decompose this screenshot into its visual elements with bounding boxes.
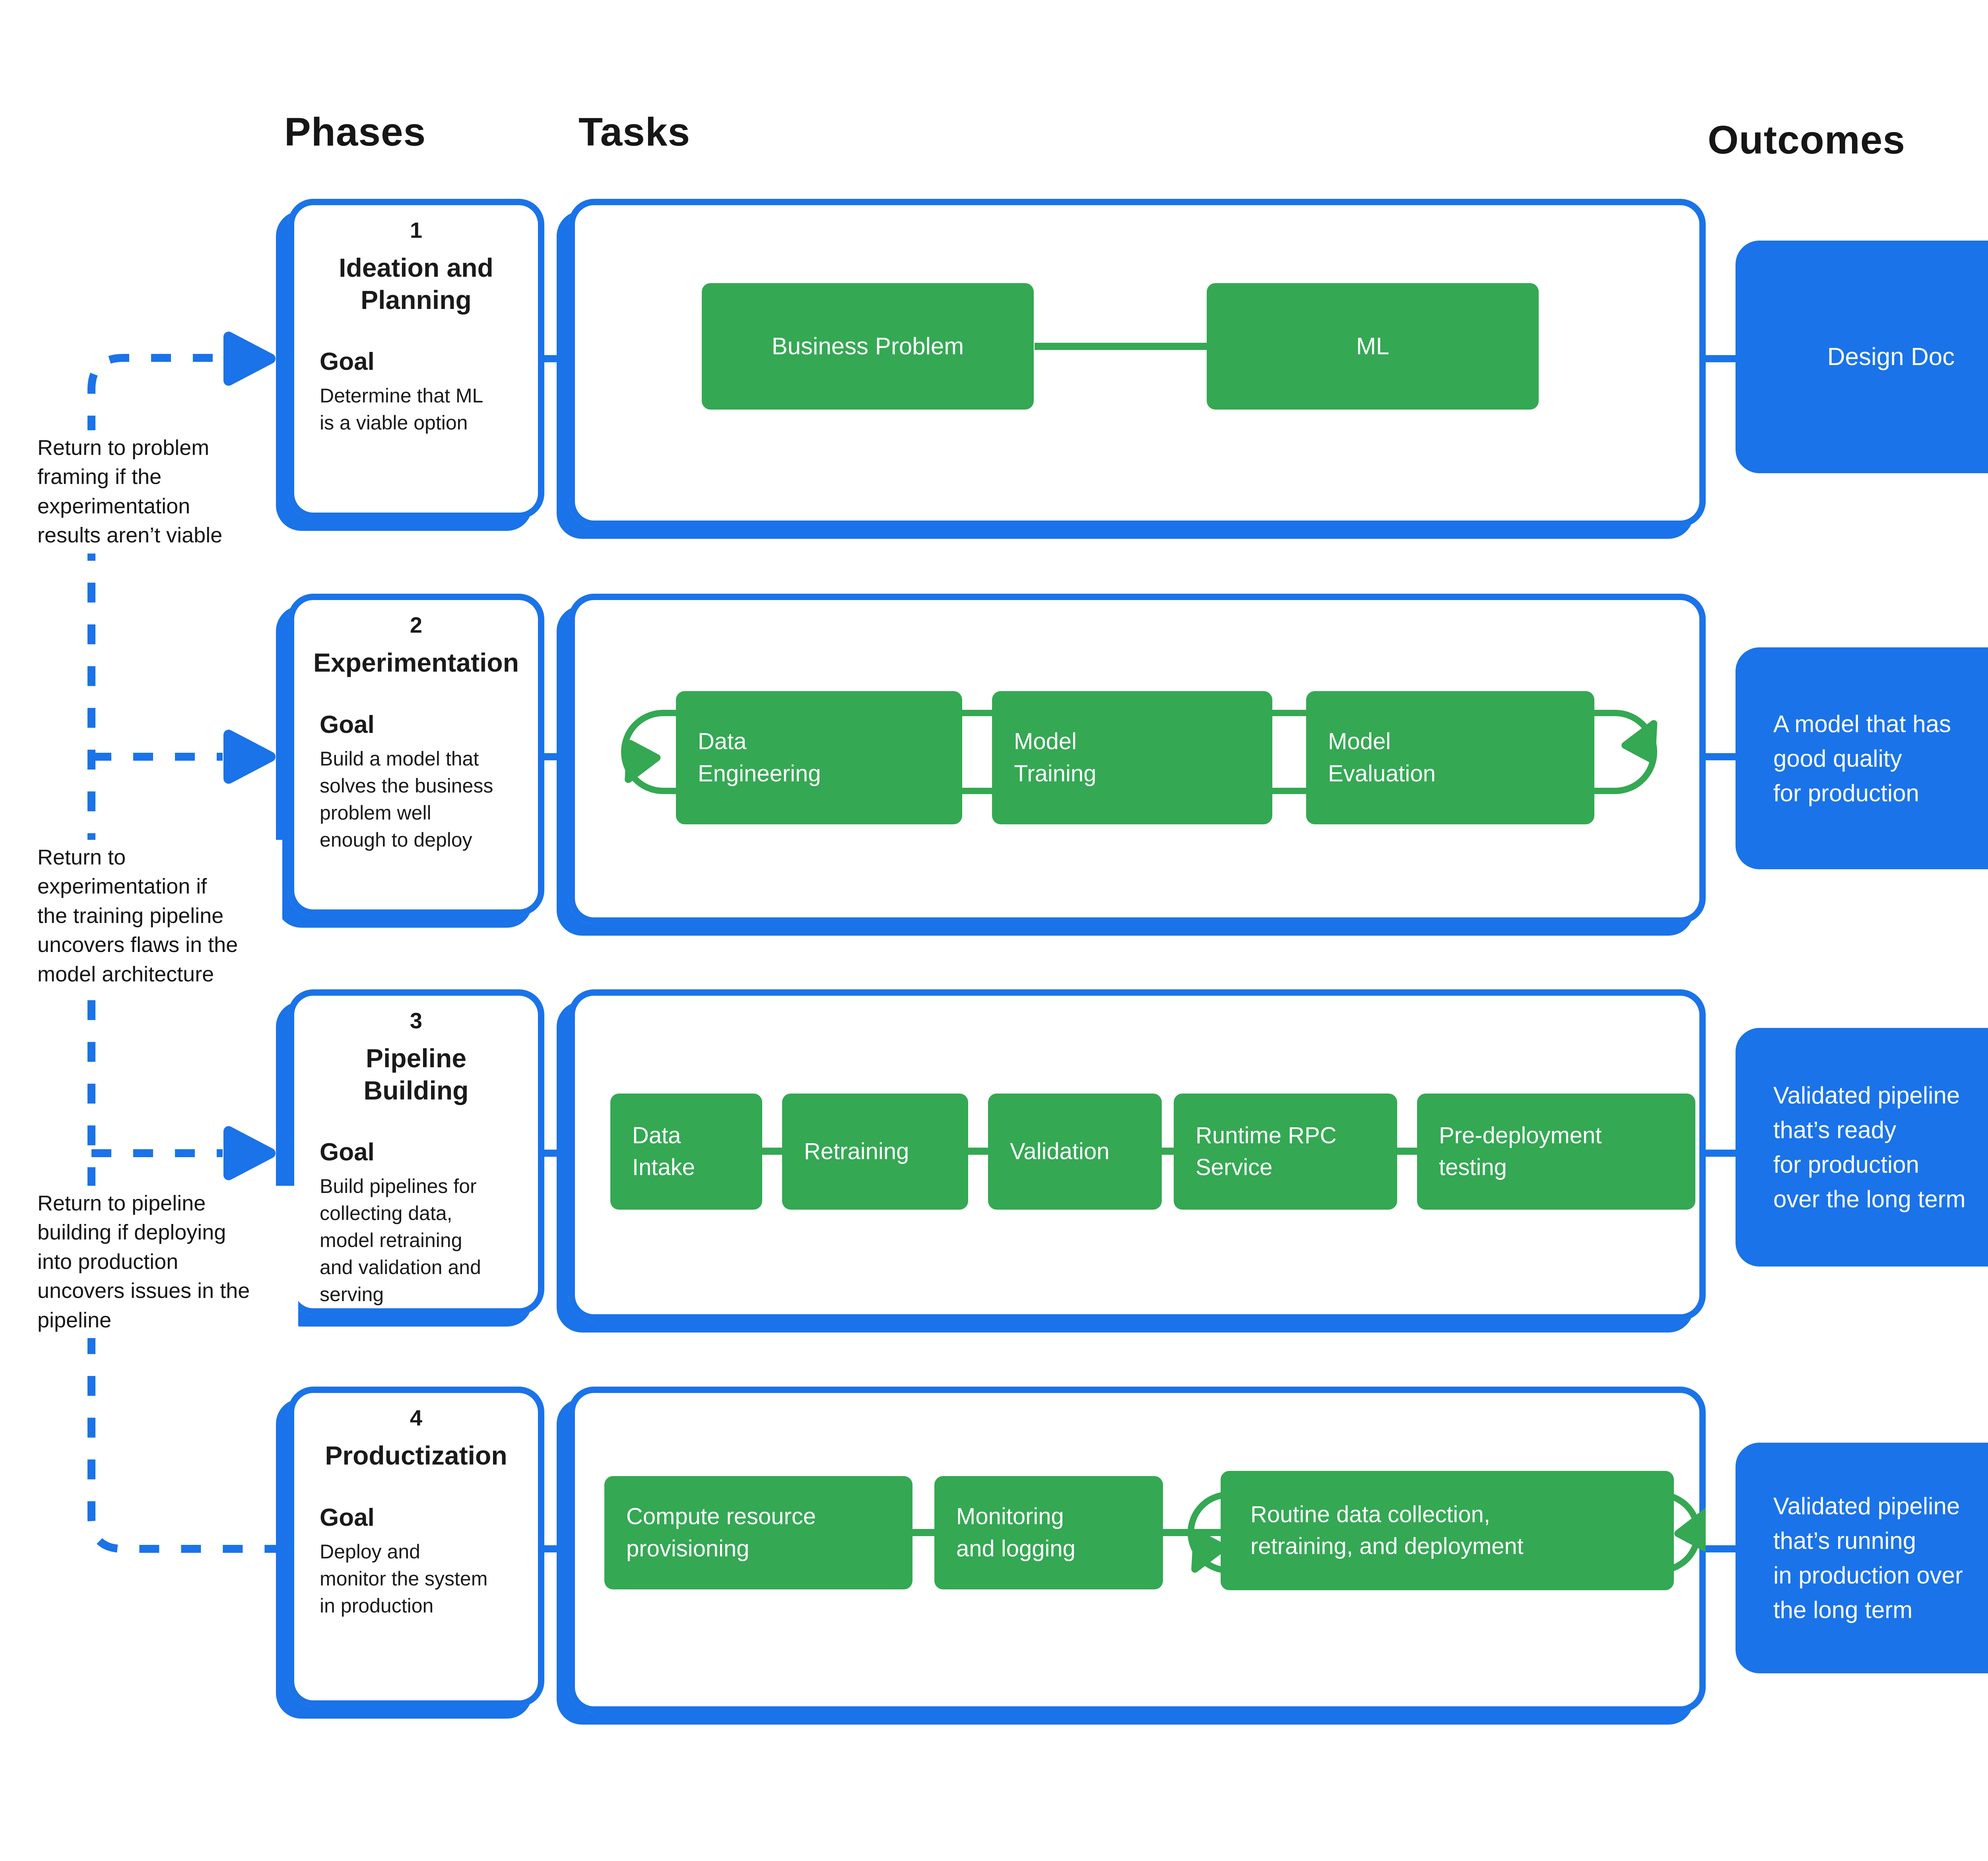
phase-card-pipeline-building: 3 Pipeline Building Goal Build pipelines… [288, 989, 544, 1315]
task-data-engineering: Data Engineering [676, 691, 962, 824]
return-arrow-phase3-icon [223, 1126, 276, 1180]
task-data-intake: Data Intake [610, 1094, 762, 1210]
loop-arrow-left-icon [1191, 1529, 1227, 1573]
goal-text: Deploy and monitor the system in product… [320, 1540, 488, 1617]
outcome-validated-pipeline-ready: Validated pipeline that’s ready for prod… [1736, 1028, 1988, 1267]
tasks-row-pipeline-building: Data Intake Retraining Validation Runtim… [569, 989, 1706, 1321]
phase-number: 3 [410, 1008, 423, 1033]
phase-goal: Goal Build a model that solves the busin… [311, 711, 521, 853]
outcome-validated-pipeline-running: Validated pipeline that’s running in pro… [1736, 1443, 1988, 1673]
annotation-return-experimentation: Return to experimentation if the trainin… [35, 840, 282, 993]
tasks-row-experimentation: Data Engineering Model Training Model Ev… [569, 594, 1706, 924]
outcome-quality-model: A model that has good quality for produc… [1736, 647, 1988, 869]
task-validation: Validation [988, 1094, 1162, 1210]
tasks-row-productization: Compute resource provisioning Monitoring… [569, 1387, 1706, 1713]
tasks-row-ideation: Business Problem ML [569, 199, 1706, 527]
phase-title: Ideation and Planning [339, 253, 493, 315]
phase-title: Pipeline Building [363, 1043, 469, 1105]
left-return-path [87, 354, 278, 1553]
task-retraining: Retraining [782, 1094, 968, 1210]
phase-card-ideation-and-planning: 1 Ideation and Planning Goal Determine t… [288, 199, 544, 519]
phase-card-productization: 4 Productization Goal Deploy and monitor… [288, 1387, 544, 1707]
return-arrow-phase1-icon [223, 332, 276, 386]
task-model-evaluation: Model Evaluation [1306, 691, 1594, 824]
goal-label: Goal [320, 711, 375, 738]
annotation-return-pipeline-building: Return to pipeline building if deploying… [35, 1186, 298, 1338]
task-routine-data-collection: Routine data collection, retraining, and… [1221, 1471, 1674, 1590]
task-runtime-rpc-service: Runtime RPC Service [1174, 1094, 1397, 1210]
goal-label: Goal [320, 1138, 375, 1166]
task-monitoring-and-logging: Monitoring and logging [934, 1476, 1163, 1589]
goal-label: Goal [320, 348, 375, 376]
phase-card-experimentation: 2 Experimentation Goal Build a model tha… [288, 594, 544, 916]
task-model-training: Model Training [992, 691, 1272, 824]
loop-arrow-left-icon [625, 740, 661, 783]
goal-label: Goal [320, 1504, 375, 1531]
goal-text: Determine that ML is a viable option [320, 385, 483, 434]
phase-goal: Goal Determine that ML is a viable optio… [311, 348, 521, 436]
phase-title: Productization [325, 1441, 507, 1470]
tasks-row1-links [1035, 343, 1208, 350]
phase-goal: Goal Deploy and monitor the system in pr… [311, 1504, 521, 1619]
phases-column-header: Phases [284, 110, 426, 154]
phase-number: 4 [410, 1405, 423, 1430]
task-pre-deployment-testing: Pre-deployment testing [1417, 1094, 1695, 1210]
outcome-design-doc: Design Doc [1736, 241, 1988, 473]
loop-arrow-right-icon [1674, 1507, 1706, 1552]
goal-text: Build pipelines for collecting data, mod… [320, 1175, 481, 1306]
tasks-column-header: Tasks [579, 110, 691, 154]
phase-goal: Goal Build pipelines for collecting data… [311, 1138, 521, 1308]
goal-text: Build a model that solves the business p… [320, 747, 493, 851]
phase-number: 1 [410, 218, 423, 243]
loop-arrow-right-icon [1621, 720, 1658, 763]
outcomes-column-header: Outcomes [1708, 118, 1906, 162]
task-ml: ML [1207, 283, 1539, 410]
annotation-return-problem-framing: Return to problem framing if the experim… [35, 430, 252, 554]
task-business-problem: Business Problem [702, 283, 1034, 410]
task-compute-resource-provisioning: Compute resource provisioning [604, 1476, 912, 1589]
phase-title: Experimentation [313, 648, 519, 677]
return-arrow-phase2-icon [223, 730, 276, 784]
phase-number: 2 [410, 612, 423, 637]
